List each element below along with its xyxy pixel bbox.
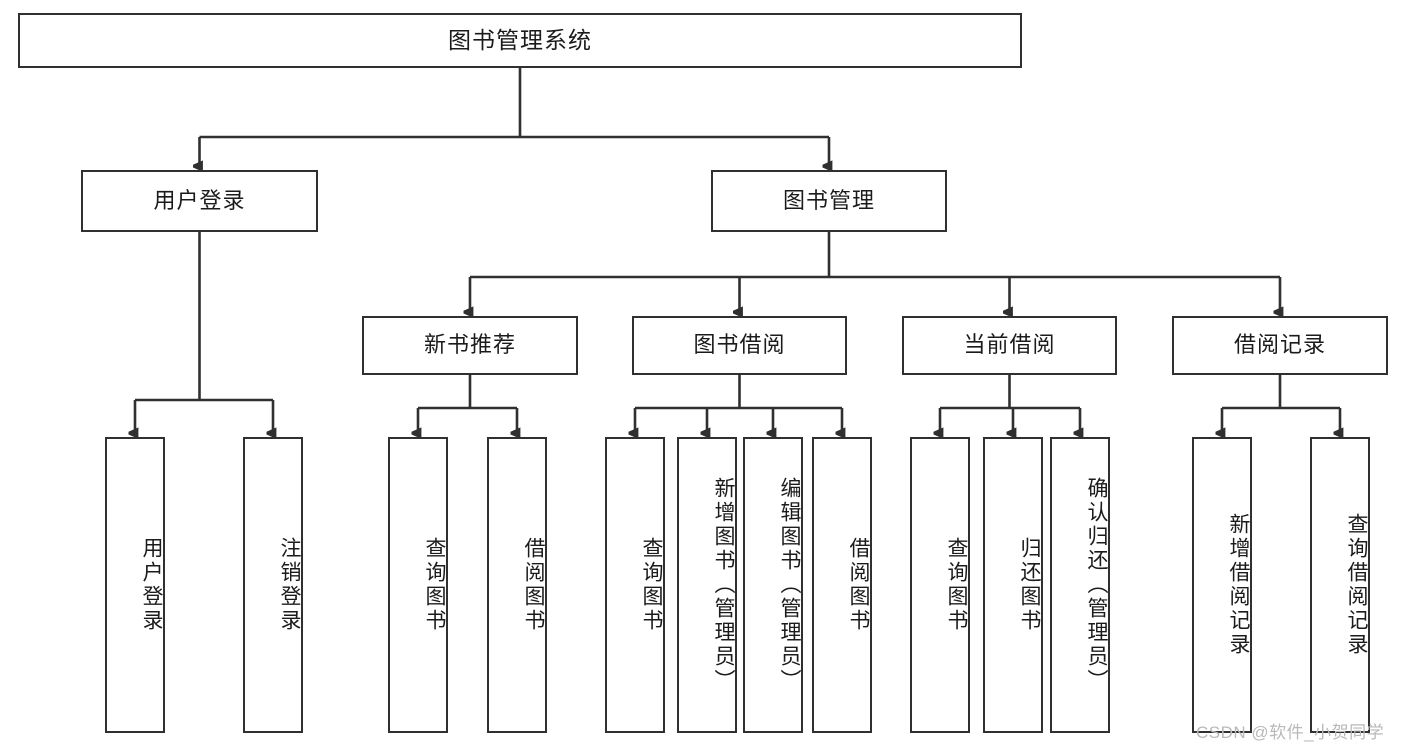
node-label: 用户登录 — [153, 187, 246, 213]
node-leaf[interactable]: 借阅图书 — [812, 437, 872, 733]
node-label: 图书借阅 — [693, 332, 786, 358]
node-level3[interactable]: 借阅记录 — [1172, 316, 1388, 375]
node-label: 借阅图书 — [522, 537, 545, 633]
node-leaf[interactable]: 新增借阅记录 — [1192, 437, 1252, 733]
node-label: 注销登录 — [278, 537, 301, 633]
node-label: 归还图书 — [1018, 537, 1041, 633]
node-leaf[interactable]: 归还图书 — [983, 437, 1043, 733]
node-label: 确认归还（管理员） — [1085, 477, 1108, 693]
node-label: 当前借阅 — [963, 332, 1056, 358]
node-label: 查询借阅记录 — [1345, 513, 1368, 657]
node-leaf[interactable]: 新增图书（管理员） — [677, 437, 737, 733]
node-level3[interactable]: 当前借阅 — [902, 316, 1117, 375]
node-leaf[interactable]: 查询图书 — [605, 437, 665, 733]
node-level3[interactable]: 图书借阅 — [632, 316, 847, 375]
node-label: 新书推荐 — [423, 332, 516, 358]
node-label: 查询图书 — [423, 537, 446, 633]
node-label: 查询图书 — [945, 537, 968, 633]
node-leaf[interactable]: 注销登录 — [243, 437, 303, 733]
node-label: 用户登录 — [140, 537, 163, 633]
watermark-label: CSDN @软件_小贺同学 — [1196, 723, 1385, 742]
node-label: 新增图书（管理员） — [712, 477, 735, 693]
node-leaf[interactable]: 查询图书 — [910, 437, 970, 733]
node-leaf[interactable]: 查询图书 — [388, 437, 448, 733]
node-label: 查询图书 — [640, 537, 663, 633]
node-level3[interactable]: 新书推荐 — [362, 316, 578, 375]
node-leaf[interactable]: 借阅图书 — [487, 437, 547, 733]
node-label: 新增借阅记录 — [1227, 513, 1250, 657]
node-leaf[interactable]: 查询借阅记录 — [1310, 437, 1370, 733]
node-label: 图书管理 — [782, 187, 875, 213]
node-leaf[interactable]: 确认归还（管理员） — [1050, 437, 1110, 733]
node-label: 借阅记录 — [1233, 332, 1326, 358]
node-label: 图书管理系统 — [448, 26, 592, 53]
node-leaf[interactable]: 用户登录 — [105, 437, 165, 733]
node-level2[interactable]: 图书管理 — [711, 170, 947, 232]
node-level2[interactable]: 用户登录 — [81, 170, 318, 232]
node-leaf[interactable]: 编辑图书（管理员） — [743, 437, 803, 733]
node-root[interactable]: 图书管理系统 — [18, 13, 1022, 68]
node-label: 借阅图书 — [847, 537, 870, 633]
node-label: 编辑图书（管理员） — [778, 477, 801, 693]
